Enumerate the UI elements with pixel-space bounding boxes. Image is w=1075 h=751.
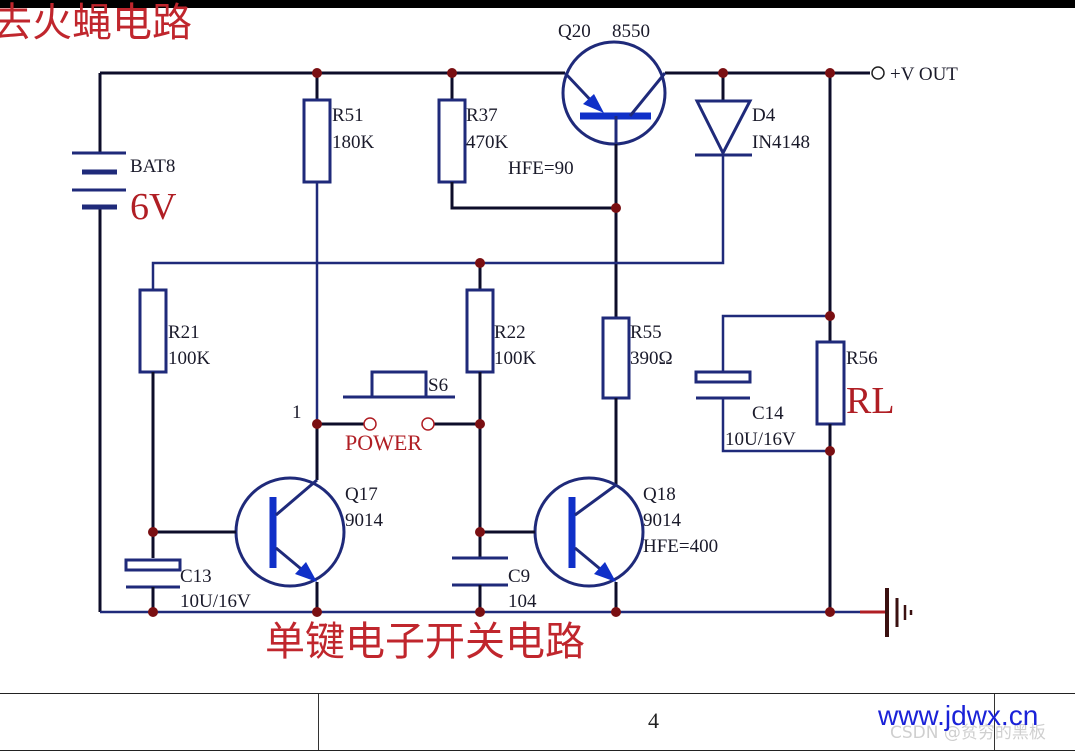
c13-ref: C13 (180, 566, 212, 587)
c13-value: 10U/16V (180, 591, 251, 612)
resistor-r22 (465, 288, 495, 374)
c14-ref: C14 (752, 403, 784, 424)
brand-link[interactable]: www.jdwx.cn (878, 700, 1039, 731)
c9-value: 104 (508, 591, 537, 612)
junction-dot (475, 258, 485, 268)
r22-value: 100K (494, 348, 537, 369)
r37-value: 470K (466, 132, 509, 153)
junction-dot (148, 607, 158, 617)
junction-dot (825, 311, 835, 321)
r55-ref: R55 (630, 322, 662, 343)
r51-value: 180K (332, 132, 375, 153)
r51-ref: R51 (332, 105, 364, 126)
output-label: +V OUT (890, 64, 958, 85)
junction-dots (148, 68, 835, 617)
junction-dot (475, 419, 485, 429)
capacitor-c14 (694, 370, 752, 384)
page-number: 4 (648, 708, 659, 733)
footer-divider (318, 694, 319, 750)
r56-ref: R56 (846, 348, 878, 369)
resistor-r51 (302, 98, 332, 184)
switch-s6-button[interactable] (370, 370, 428, 397)
battery-ref: BAT8 (130, 156, 175, 177)
node-label-1: 1 (292, 402, 302, 423)
r56-value: RL (846, 380, 895, 422)
junction-dot (148, 527, 158, 537)
q18-ref: Q18 (643, 484, 676, 505)
d4-model: IN4148 (752, 132, 810, 153)
c14-wire-top (721, 314, 830, 372)
switch-contact-right (421, 417, 435, 431)
bottom-title: 单键电子开关电路 (265, 619, 585, 665)
junction-dot (825, 68, 835, 78)
junction-dot (475, 607, 485, 617)
resistor-r55 (601, 316, 631, 400)
q17-ref: Q17 (345, 484, 378, 505)
r22-ref: R22 (494, 322, 526, 343)
transistor-q20 (561, 40, 667, 146)
r21-value: 100K (168, 348, 211, 369)
top-black-bar (0, 0, 1075, 8)
q20-param: HFE=90 (508, 158, 574, 179)
r55-value: 390Ω (630, 348, 673, 369)
top-title: 去火蝇电路 (0, 0, 192, 46)
q20-model: 8550 (612, 21, 650, 42)
q18-model: 9014 (643, 510, 682, 531)
watermark: CSDN @贫穷的黑板 (890, 723, 1046, 743)
circuit-schematic: 去火蝇电路 +V OUT BAT8 6V R51 180K R37 470K Q… (0, 0, 958, 665)
s6-ref: S6 (428, 375, 448, 396)
c14-value: 10U/16V (725, 429, 796, 450)
junction-dot (611, 607, 621, 617)
transistor-q18 (533, 476, 645, 588)
resistor-r37 (437, 98, 467, 184)
c9-ref: C9 (508, 566, 530, 587)
switch-contact-left (363, 417, 377, 431)
q18-param: HFE=400 (643, 536, 718, 557)
c14-wire-bottom (721, 398, 830, 453)
transistor-q17 (234, 476, 346, 588)
output-terminal (871, 66, 885, 80)
diode-d4 (694, 99, 753, 157)
r21-ref: R21 (168, 322, 200, 343)
junction-dot (718, 68, 728, 78)
junction-dot (825, 607, 835, 617)
junction-dot (611, 203, 621, 213)
q20-ref: Q20 (558, 21, 591, 42)
resistor-r21 (138, 288, 168, 374)
d4-wire-bottom (151, 155, 725, 290)
junction-dot (312, 607, 322, 617)
junction-dot (825, 446, 835, 456)
q17-model: 9014 (345, 510, 384, 531)
s6-label: POWER (345, 430, 422, 455)
battery-value: 6V (130, 186, 177, 228)
page-footer: 4 CSDN @贫穷的黑板 www.jdwx.cn (0, 693, 1075, 751)
r37-wire-bottom (450, 182, 616, 210)
junction-dot (447, 68, 457, 78)
resistor-r56 (815, 340, 846, 426)
junction-dot (312, 419, 322, 429)
r37-ref: R37 (466, 105, 498, 126)
capacitor-c13 (124, 558, 182, 572)
junction-dot (475, 527, 485, 537)
battery-symbol (72, 151, 126, 210)
d4-ref: D4 (752, 105, 776, 126)
ground-icon (885, 588, 913, 637)
footer-divider (994, 694, 995, 750)
junction-dot (312, 68, 322, 78)
